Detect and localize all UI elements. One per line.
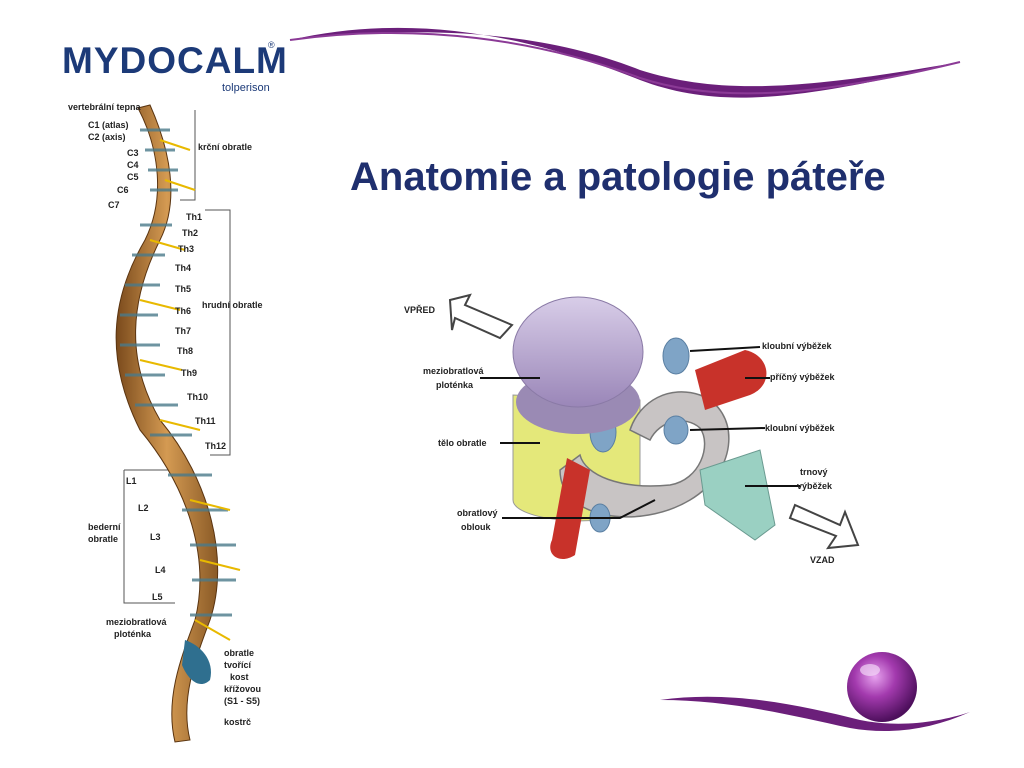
transverse-process-right bbox=[695, 350, 767, 410]
label-v-articular-mid: kloubní výběžek bbox=[765, 423, 835, 433]
label-vertebral-artery: vertebrální tepna bbox=[68, 102, 141, 112]
spine-column bbox=[115, 104, 219, 743]
label-l5: L5 bbox=[152, 592, 163, 602]
articular-process-mid bbox=[663, 415, 689, 445]
label-v-spinous-1: trnový bbox=[800, 467, 828, 477]
label-c6: C6 bbox=[117, 185, 129, 195]
label-c3: C3 bbox=[127, 148, 139, 158]
label-th3: Th3 bbox=[178, 244, 195, 254]
front-arrow-icon bbox=[448, 293, 514, 340]
label-sacrum-2: tvořící bbox=[224, 660, 252, 670]
label-disc-2: ploténka bbox=[114, 629, 152, 639]
brand-subtitle: tolperison bbox=[222, 82, 270, 94]
spinous-process bbox=[699, 449, 776, 541]
slide-title: Anatomie a patologie páteře bbox=[350, 155, 886, 199]
label-th6: Th6 bbox=[175, 306, 192, 316]
label-th7: Th7 bbox=[175, 326, 192, 336]
label-front: VPŘED bbox=[404, 305, 436, 315]
label-sacrum-1: obratle bbox=[224, 648, 255, 658]
label-th5: Th5 bbox=[175, 284, 192, 294]
label-th11: Th11 bbox=[195, 416, 216, 426]
label-lumbar-1: bederní bbox=[88, 522, 121, 532]
label-coccyx: kostrč bbox=[224, 717, 252, 727]
label-c5: C5 bbox=[127, 172, 139, 182]
label-thoracic: hrudní obratle bbox=[202, 300, 263, 310]
label-c7: C7 bbox=[108, 200, 120, 210]
label-v-arch-1: obratlový bbox=[457, 508, 498, 518]
brand-logo: MYDOCALM bbox=[62, 40, 288, 81]
label-disc-1: meziobratlová bbox=[106, 617, 167, 627]
label-l3: L3 bbox=[150, 532, 161, 542]
label-sacrum-5: (S1 - S5) bbox=[224, 696, 261, 706]
label-th12: Th12 bbox=[205, 441, 227, 451]
label-back: VZAD bbox=[810, 555, 835, 565]
label-v-articular-top: kloubní výběžek bbox=[762, 341, 832, 351]
sacrum bbox=[182, 640, 211, 685]
label-v-transverse: příčný výběžek bbox=[770, 372, 835, 382]
label-sacrum-4: křížovou bbox=[224, 684, 262, 694]
label-th1: Th1 bbox=[186, 212, 203, 222]
label-v-body: tělo obratle bbox=[438, 438, 487, 448]
label-th9: Th9 bbox=[181, 368, 198, 378]
label-lumbar-2: obratle bbox=[88, 534, 119, 544]
articular-process-top bbox=[662, 337, 690, 375]
label-c4: C4 bbox=[127, 160, 139, 170]
top-swoosh-thin bbox=[289, 31, 961, 95]
label-th10: Th10 bbox=[187, 392, 209, 402]
bottom-swoosh bbox=[660, 696, 970, 732]
back-arrow-icon bbox=[788, 503, 860, 550]
label-l2: L2 bbox=[138, 503, 149, 513]
label-v-disc-2: ploténka bbox=[436, 380, 474, 390]
label-v-arch-2: oblouk bbox=[461, 522, 491, 532]
label-c1: C1 (atlas) bbox=[88, 120, 129, 130]
transverse-process-left bbox=[550, 458, 590, 560]
label-th4: Th4 bbox=[175, 263, 192, 273]
registered-mark: ® bbox=[268, 40, 275, 50]
label-th8: Th8 bbox=[177, 346, 194, 356]
label-v-disc-1: meziobratlová bbox=[423, 366, 484, 376]
label-l1: L1 bbox=[126, 476, 137, 486]
label-cervical: krční obratle bbox=[198, 142, 253, 152]
label-l4: L4 bbox=[155, 565, 166, 575]
label-c2: C2 (axis) bbox=[88, 132, 126, 142]
label-v-spinous-2: výběžek bbox=[797, 481, 833, 491]
intervertebral-disc-top bbox=[512, 296, 644, 408]
label-sacrum-3: kost bbox=[230, 672, 249, 682]
vertebral-arch bbox=[559, 391, 730, 518]
label-th2: Th2 bbox=[182, 228, 199, 238]
